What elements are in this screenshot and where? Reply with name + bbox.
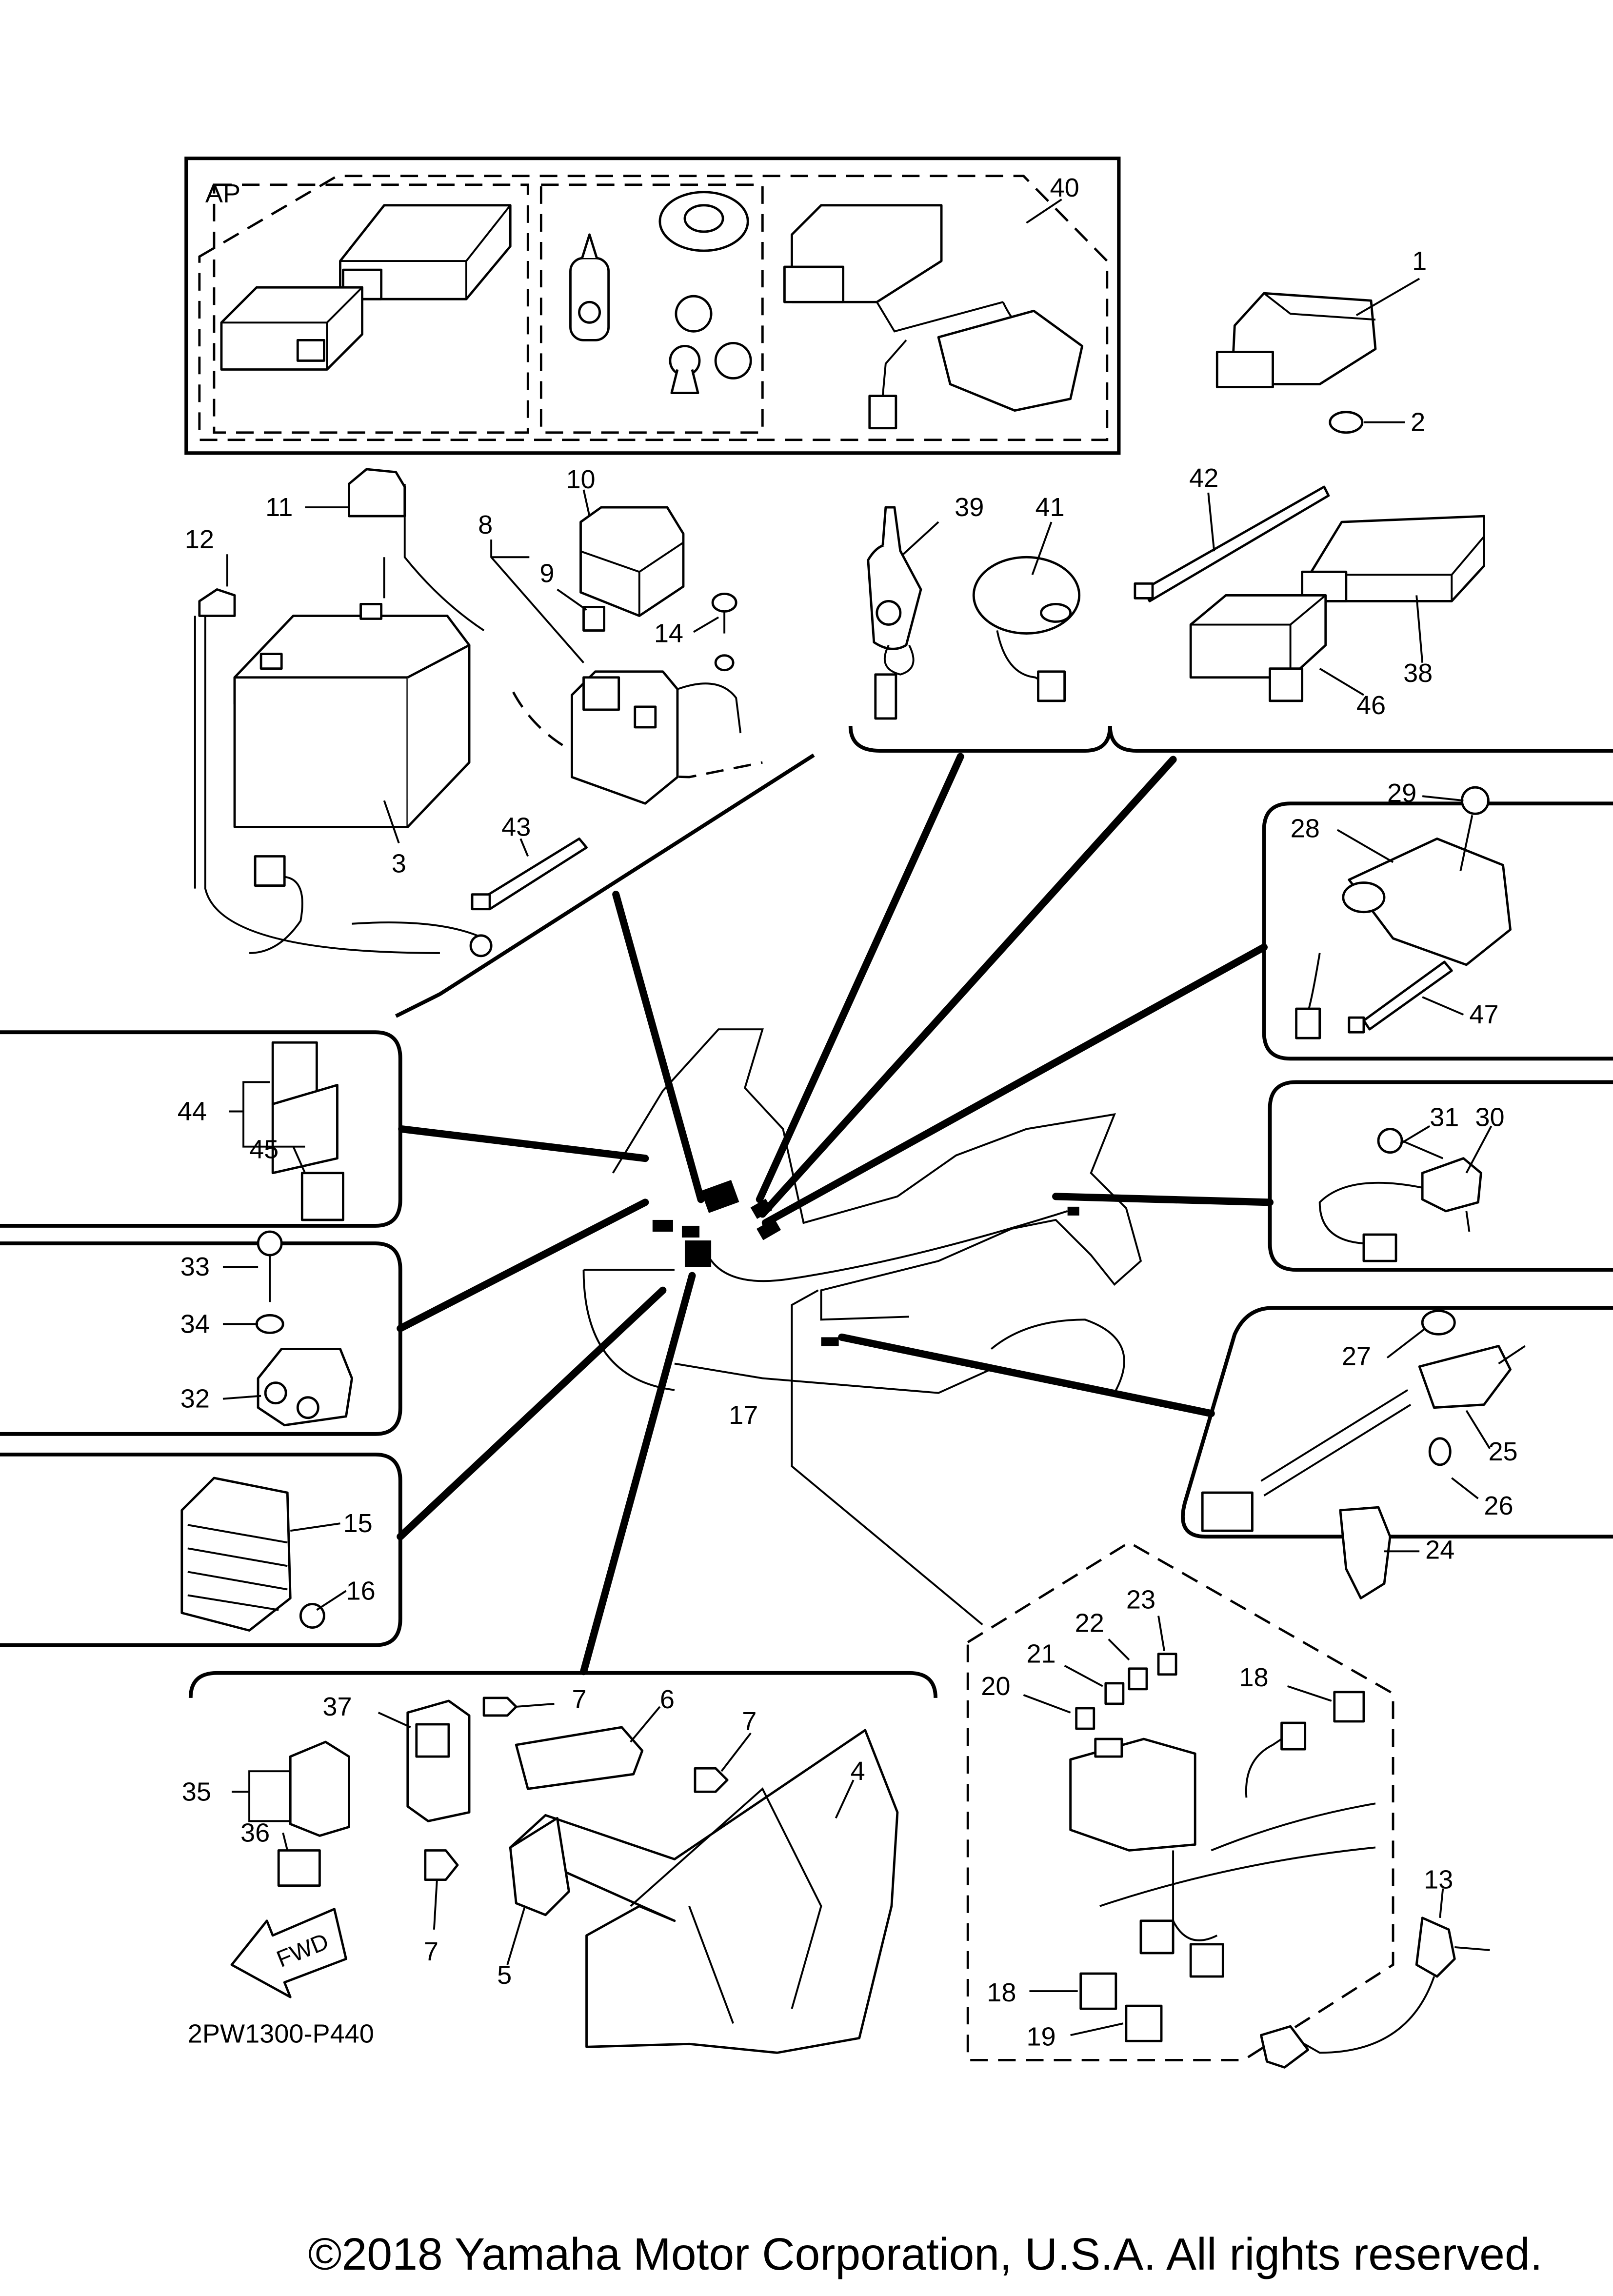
part-28-29-47: 28 29 47	[1262, 779, 1613, 1061]
callout-41: 41	[1035, 493, 1064, 522]
part-44-45: 44 45	[0, 1030, 402, 1228]
callout-36: 36	[240, 1818, 270, 1847]
callout-8: 8	[478, 510, 493, 539]
callout-12: 12	[185, 525, 214, 554]
callout-19: 19	[1026, 2022, 1055, 2051]
callout-2: 2	[1411, 408, 1425, 437]
ecu-unit-icon	[220, 204, 512, 371]
fuse-box-group: 20 21 22 23 18 18 19	[966, 1541, 1394, 2061]
callout-29: 29	[1387, 779, 1416, 808]
assembly-ap-panel: AP	[184, 157, 1121, 455]
ecu-tie-group: 42 38 46	[1108, 463, 1613, 753]
callout-1: 1	[1412, 246, 1427, 276]
callout-22: 22	[1075, 1609, 1104, 1638]
key-lock-group: 39 41	[848, 493, 1112, 753]
callout-31: 31	[1430, 1103, 1459, 1132]
callout-27: 27	[1342, 1342, 1371, 1371]
callout-4: 4	[851, 1757, 865, 1786]
callout-11: 11	[265, 493, 293, 522]
bracket-group: FWD 37 35 36 7 7 7 6 4 5	[182, 1671, 937, 2054]
battery-group: 11 12 3 43 8 9 10 14	[185, 465, 815, 1018]
callout-23: 23	[1126, 1585, 1155, 1615]
callout-6: 6	[660, 1685, 675, 1714]
part-15-16: 15 16	[0, 1452, 402, 1647]
callout-20: 20	[981, 1672, 1010, 1701]
callout-30: 30	[1475, 1103, 1504, 1132]
callout-17: 17	[729, 1400, 758, 1430]
callout-24: 24	[1425, 1535, 1454, 1564]
callout-5: 5	[497, 1960, 512, 1990]
callout-47: 47	[1469, 1000, 1498, 1029]
callout-3: 3	[392, 849, 406, 878]
part-17: 17	[729, 1289, 983, 1626]
callout-21: 21	[1026, 1639, 1055, 1669]
callout-18-bottom: 18	[987, 1978, 1016, 2007]
callout-7-top: 7	[572, 1685, 586, 1714]
callout-42: 42	[1189, 463, 1218, 493]
diagram-code: 2PW1300-P440	[188, 2019, 374, 2048]
callout-44: 44	[178, 1097, 207, 1126]
callout-40: 40	[1050, 173, 1079, 202]
callout-37: 37	[322, 1692, 352, 1721]
assembly-label: AP	[205, 179, 240, 208]
connector-lines	[397, 753, 1274, 1676]
callout-33: 33	[180, 1252, 210, 1281]
ecu-bracket-icon	[783, 204, 1084, 430]
copyright-line: ©2018 Yamaha Motor Corporation, U.S.A. A…	[308, 2229, 1543, 2279]
motorcycle-silhouette	[582, 1028, 1142, 1394]
callout-13: 13	[1424, 1865, 1453, 1895]
callout-46: 46	[1356, 691, 1386, 720]
callout-10: 10	[566, 465, 595, 494]
part-13: 13	[1260, 1865, 1490, 2069]
callout-43: 43	[501, 812, 531, 841]
callout-7-mid: 7	[742, 1707, 757, 1736]
callout-18-top: 18	[1239, 1663, 1268, 1692]
callout-45: 45	[249, 1135, 279, 1164]
part-24-27: 27 25 26 24	[1181, 1306, 1613, 1599]
callout-25: 25	[1488, 1437, 1517, 1466]
callout-26: 26	[1484, 1491, 1513, 1520]
callout-34: 34	[180, 1309, 210, 1338]
callout-35: 35	[182, 1777, 211, 1806]
part-32-34: 33 34 32	[0, 1230, 402, 1436]
callout-15: 15	[343, 1509, 372, 1538]
key-set-icon	[569, 191, 752, 394]
part-30-31: 31 30	[1268, 1080, 1613, 1272]
callout-7-bottom: 7	[424, 1937, 438, 1966]
callout-39: 39	[955, 493, 984, 522]
callout-32: 32	[180, 1384, 210, 1414]
callout-28: 28	[1291, 814, 1320, 843]
callout-38: 38	[1403, 659, 1433, 688]
callout-9: 9	[539, 559, 554, 588]
callout-16: 16	[346, 1576, 376, 1605]
callout-14: 14	[654, 619, 683, 648]
part-1-2: 1 2	[1215, 246, 1427, 437]
